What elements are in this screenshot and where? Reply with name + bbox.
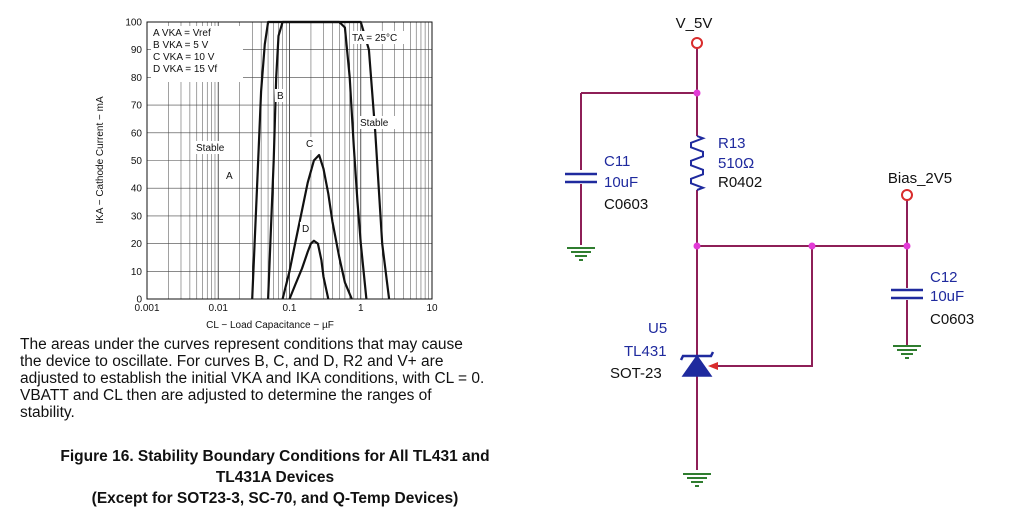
c12-package: C0603 xyxy=(930,311,974,328)
ta-label-bg xyxy=(350,31,408,44)
curve-c-label-bg xyxy=(304,137,314,150)
chart-caption: The areas under the curves represent con… xyxy=(20,336,510,421)
curve-d xyxy=(288,239,330,300)
wires xyxy=(580,48,908,470)
c12-ref: C12 xyxy=(930,269,958,286)
x-axis-label: CL − Load Capacitance − µF xyxy=(206,320,334,331)
resistor-r13-icon xyxy=(690,135,706,191)
y-tick-label: 60 xyxy=(131,128,143,139)
v5-pin-icon xyxy=(691,37,703,49)
components xyxy=(565,37,923,487)
r13-ref: R13 xyxy=(718,135,746,152)
junction-dot xyxy=(693,242,701,250)
stability-chart: 0 10 20 30 40 50 60 70 80 90 100 0.001 0.01 0.1 1 10 A … xyxy=(95,18,438,332)
caption-line: adjusted to establish the initial VKA an… xyxy=(20,370,485,387)
curve-a-label-bg xyxy=(224,169,234,182)
curve-d-label: D xyxy=(302,224,309,235)
y-tick-label: 20 xyxy=(131,239,143,250)
curve-c-label: C xyxy=(306,139,313,150)
curve-b-label-bg xyxy=(275,89,285,102)
y-tick-label: 50 xyxy=(131,156,143,167)
legend-entry: C VKA = 10 V xyxy=(153,52,215,63)
legend-entry: A VKA = Vref xyxy=(153,28,211,39)
stable-left-label: Stable xyxy=(196,143,225,154)
tl431-triangle-icon xyxy=(681,354,713,377)
legend-box xyxy=(151,26,243,82)
figure-title: Figure 16. Stability Boundary Conditions… xyxy=(20,446,530,509)
u5-part: TL431 xyxy=(624,343,667,360)
curve-a-label: A xyxy=(226,171,233,182)
figure-title-line: Figure 16. Stability Boundary Conditions… xyxy=(60,448,490,465)
y-tick-label: 80 xyxy=(131,73,143,84)
caption-line: stability. xyxy=(20,404,75,421)
legend-entry: B VKA = 5 V xyxy=(153,40,209,51)
x-tick-label: 1 xyxy=(358,303,364,314)
stable-left-label-bg xyxy=(194,141,234,154)
x-tick-label: 0.001 xyxy=(134,303,159,314)
caption-line: The areas under the curves represent con… xyxy=(20,336,463,353)
ta-label: TA = 25°C xyxy=(352,33,397,44)
y-tick-label: 0 xyxy=(136,295,142,306)
c11-package: C0603 xyxy=(604,196,648,213)
c11-ref: C11 xyxy=(604,153,630,170)
plot-frame xyxy=(146,21,433,300)
v5-label: V_5V xyxy=(676,15,713,32)
bias-pin-icon xyxy=(901,189,913,201)
curve-b-label: B xyxy=(277,91,284,102)
junction-dot xyxy=(903,242,911,250)
bias-label: Bias_2V5 xyxy=(888,170,952,187)
schematic: V_5V Bias_2V5 C11 10uF C0603 R13 510Ω R0… xyxy=(565,15,974,487)
c11-value: 10uF xyxy=(604,174,638,191)
y-tick-label: 100 xyxy=(125,18,142,29)
figure-title-line: TL431A Devices xyxy=(215,469,335,486)
junction-dot xyxy=(693,89,701,97)
curve-c xyxy=(281,153,353,300)
r13-value: 510Ω xyxy=(718,155,754,172)
figure-title-line: (Except for SOT23-3, SC-70, and Q-Temp D… xyxy=(91,490,459,507)
stable-right-label-bg xyxy=(358,116,398,129)
u5-ref: U5 xyxy=(648,320,667,337)
x-tick-label: 10 xyxy=(426,303,438,314)
caption-line: VBATT and CL then are adjusted to determ… xyxy=(20,387,432,404)
y-axis-label: IKA − Cathode Current − mA xyxy=(95,96,106,224)
tl431-cathode-bar-icon xyxy=(679,351,715,361)
y-tick-label: 30 xyxy=(131,211,143,222)
junction-dot xyxy=(808,242,816,250)
y-tick-label: 70 xyxy=(131,101,143,112)
y-tick-label: 40 xyxy=(131,184,143,195)
r13-package: R0402 xyxy=(718,174,762,191)
ref-pin-arrow-icon xyxy=(708,362,718,370)
y-tick-label: 10 xyxy=(131,267,143,278)
stable-right-label: Stable xyxy=(360,118,389,129)
curve-d-label-bg xyxy=(300,222,310,235)
y-tick-label: 90 xyxy=(131,45,143,56)
x-tick-label: 0.01 xyxy=(209,303,229,314)
u5-package: SOT-23 xyxy=(610,365,662,382)
x-tick-label: 0.1 xyxy=(283,303,297,314)
legend-entry: D VKA = 15 Vf xyxy=(153,64,217,75)
c12-value: 10uF xyxy=(930,288,964,305)
tick-labels: 0 10 20 30 40 50 60 70 80 90 100 0.001 0.01 0.1 1 10 xyxy=(125,18,438,315)
caption-line: the device to oscillate. For curves B, C… xyxy=(20,353,444,370)
wire-ref-feedback xyxy=(718,246,813,367)
